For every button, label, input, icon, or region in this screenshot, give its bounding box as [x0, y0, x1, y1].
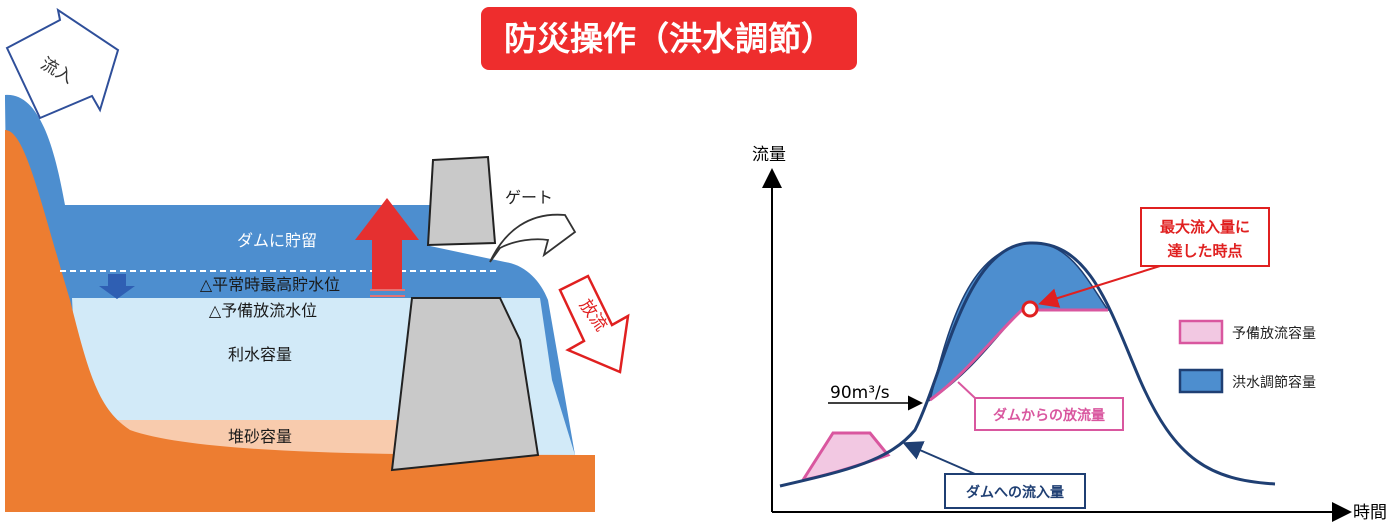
- peak-inflow-point: [1021, 300, 1039, 318]
- threshold-label: 90m³/s: [830, 383, 890, 403]
- reserve-release-area: [799, 431, 891, 483]
- normal-level-label: △平常時最高貯水位: [200, 275, 340, 294]
- x-axis-label: 時間: [1353, 503, 1386, 522]
- legend-label-reserve: 予備放流容量: [1232, 325, 1316, 342]
- peak-callout-line1: 最大流入量に: [1160, 218, 1250, 236]
- inflow-curve: [779, 241, 1276, 488]
- outflow-curve: [929, 308, 1108, 402]
- page-title: 防災操作（洪水調節）: [481, 7, 857, 70]
- peak-callout-line2: 達した時点: [1167, 242, 1242, 260]
- peak-callout-pointer: [1038, 265, 1161, 308]
- legend: 予備放流容量 洪水調節容量: [1178, 319, 1316, 394]
- legend-label-flood: 洪水調節容量: [1232, 374, 1316, 391]
- peak-callout-box: [1140, 207, 1270, 267]
- pre-release-arrow: [99, 274, 135, 299]
- legend-swatch-reserve: [1178, 319, 1224, 345]
- storage-rise-arrow: [355, 198, 419, 297]
- dam-gate: [426, 155, 497, 247]
- y-axis-label: 流量: [752, 145, 786, 165]
- outflow-callout: ダムからの放流量: [993, 407, 1105, 424]
- dam-body: [390, 297, 540, 472]
- inflow-callout-box: [944, 473, 1086, 509]
- outflow-callout-pointer: [957, 381, 976, 399]
- legend-swatch-flood: [1178, 368, 1224, 394]
- outflow-arrow: 放流: [558, 274, 630, 374]
- hydrograph: 流量 時間 90m³/s 最大流入量に 達した時点 ダムからの放流量 ダムへの流…: [752, 145, 1386, 522]
- inflow-callout: ダムへの流入量: [966, 484, 1064, 501]
- storage-label: ダムに貯留: [237, 231, 317, 250]
- reserve-level-label: △予備放流水位: [209, 301, 317, 320]
- gate-label: ゲート: [505, 188, 553, 207]
- sediment-label: 堆砂容量: [228, 427, 292, 446]
- dam-cross-section: 流入 放流 ゲート ダムに貯留 △平常時最高貯水位 △予備放流水位 利水容量 堆…: [5, 7, 630, 512]
- outflow-callout-box: [974, 397, 1124, 431]
- gate-pointer-arrow: [489, 213, 577, 263]
- water-use-label: 利水容量: [228, 345, 292, 364]
- inflow-callout-pointer: [902, 441, 976, 475]
- inflow-arrow: 流入: [5, 7, 120, 120]
